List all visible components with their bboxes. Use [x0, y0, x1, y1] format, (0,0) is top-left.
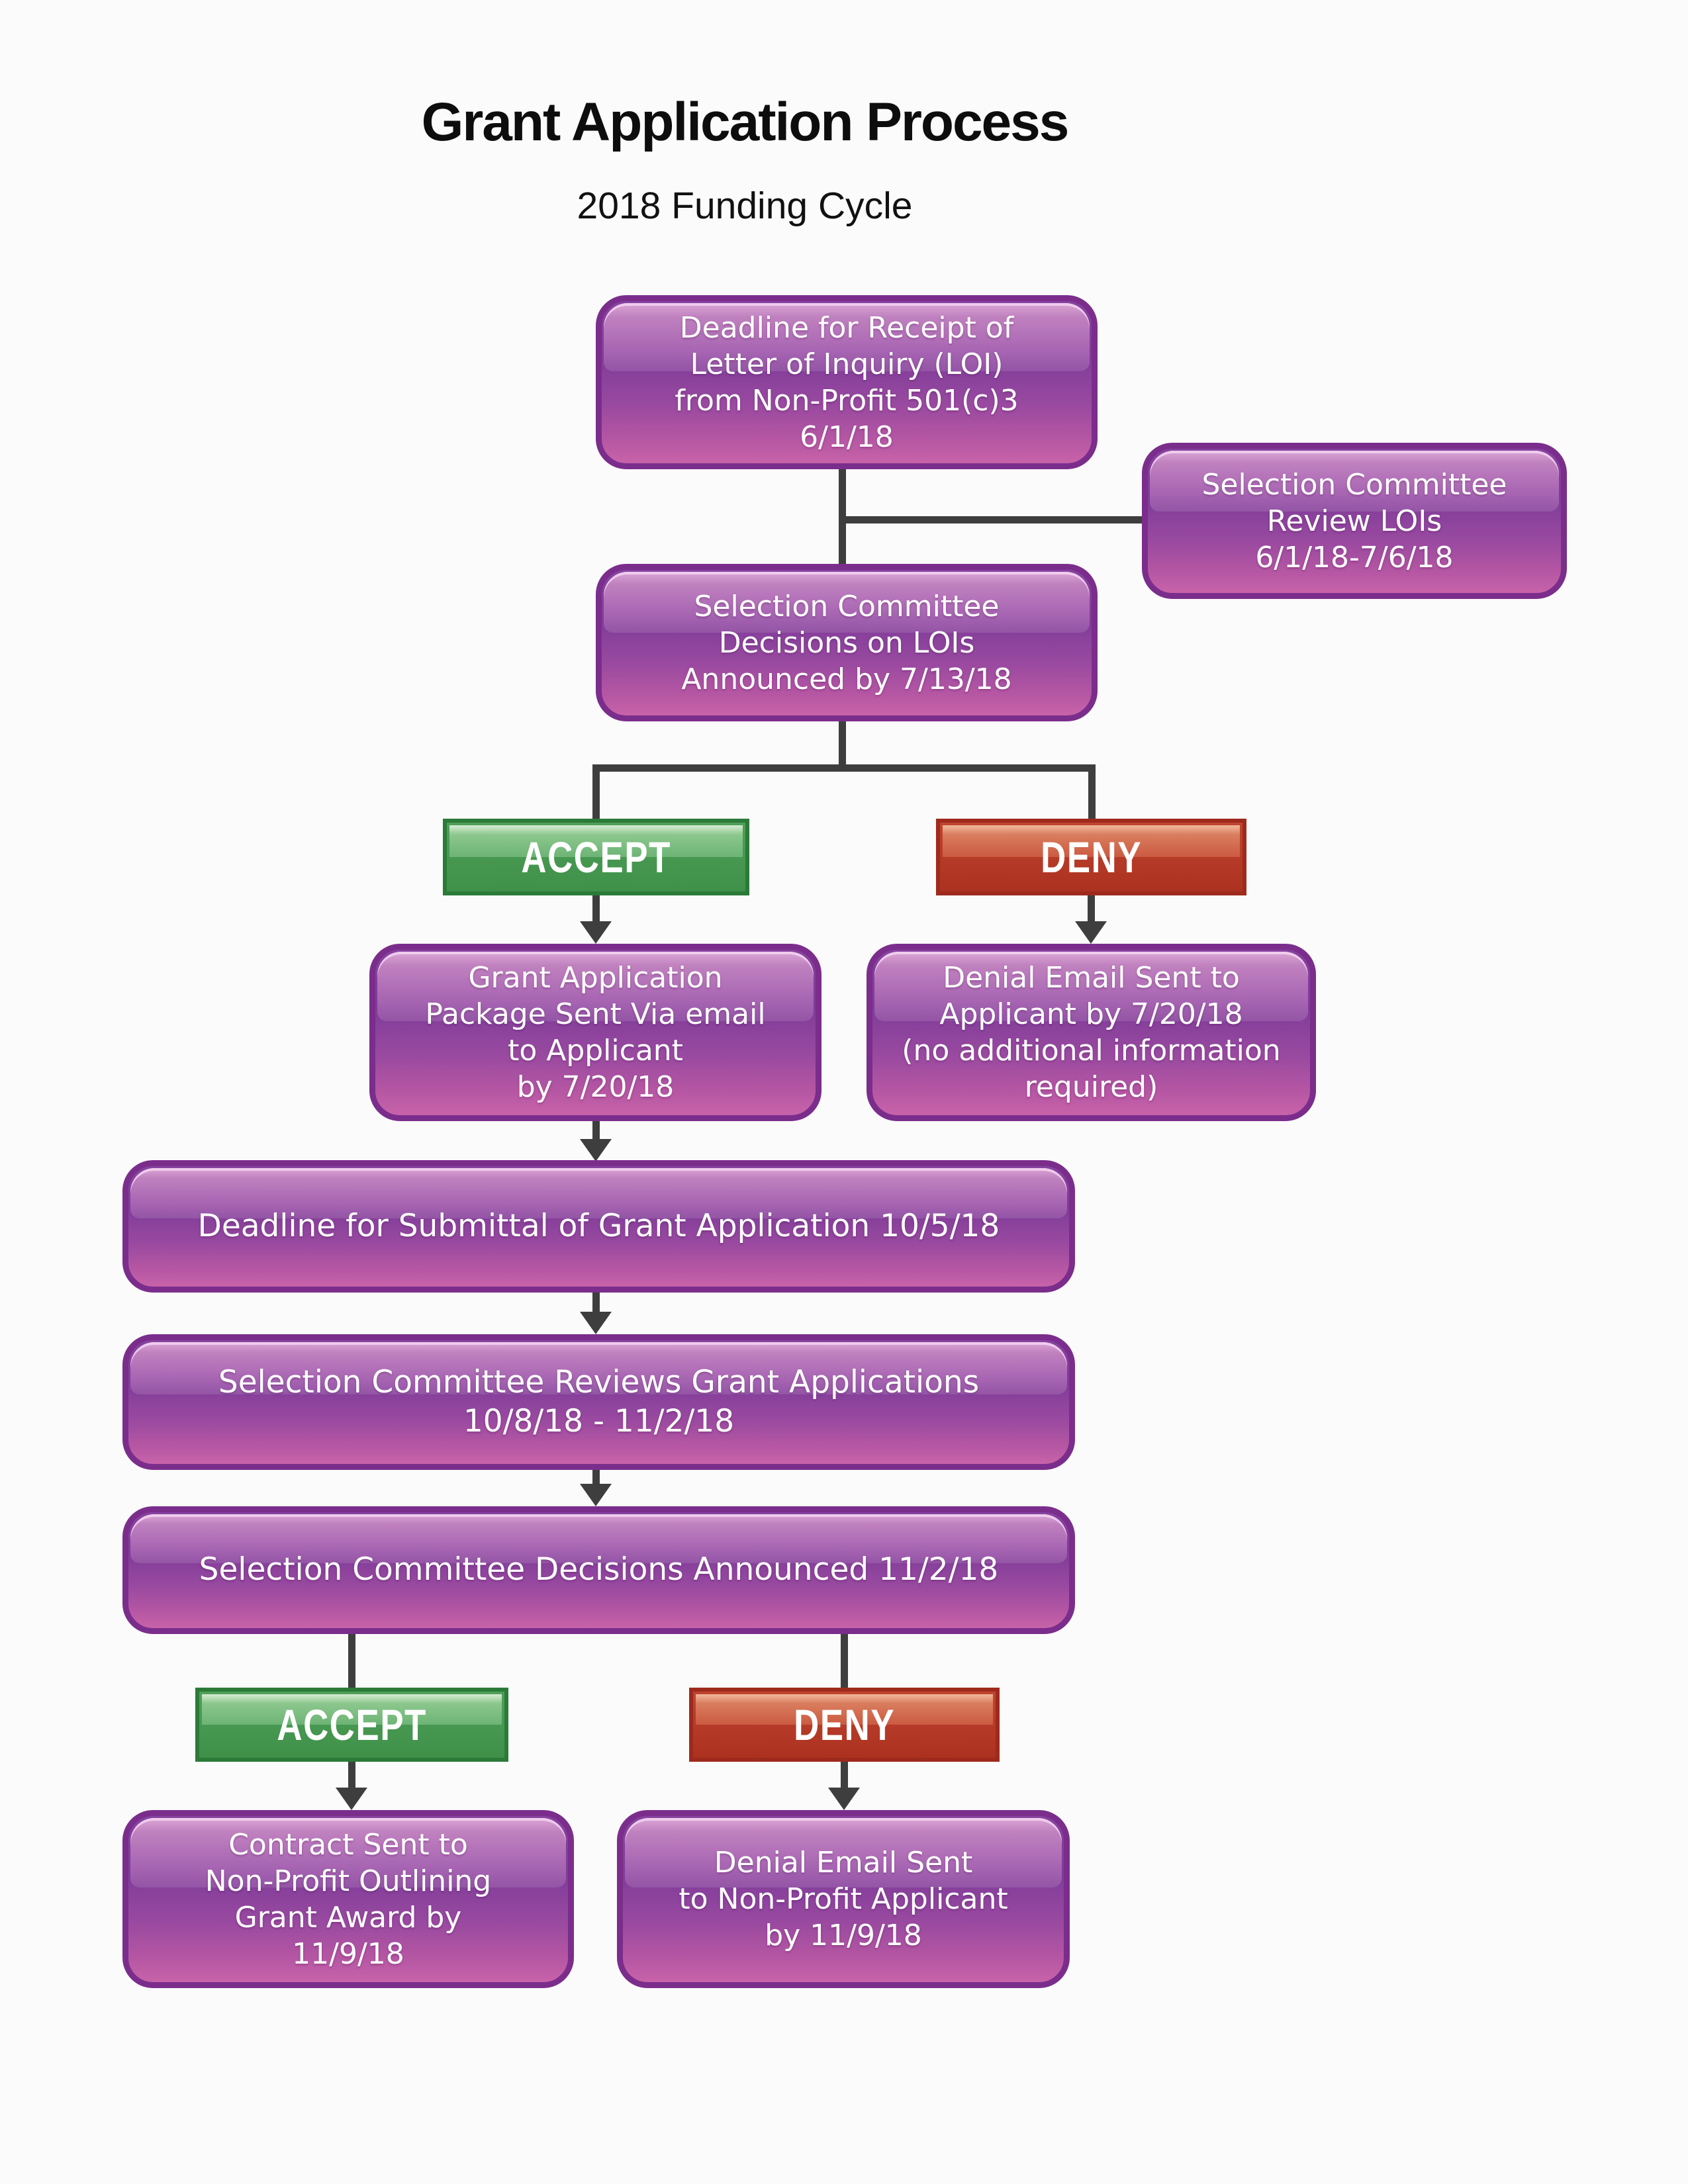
node-submittal-deadline: Deadline for Submittal of Grant Applicat…: [122, 1160, 1075, 1293]
connector-split-to-accept1: [592, 768, 600, 819]
node-contract-sent: Contract Sent to Non-Profit Outlining Gr…: [122, 1810, 574, 1988]
arrow-reviews-to-announced-shaft: [592, 1468, 600, 1484]
arrow-accept2-to-contract-shaft: [348, 1759, 355, 1788]
arrow-deny1-to-denial1-head: [1075, 921, 1107, 944]
arrow-deny2-to-denial2-shaft: [841, 1759, 848, 1788]
arrow-accept1-to-package-shaft: [592, 893, 600, 921]
badge-accept-application: ACCEPT: [195, 1688, 508, 1762]
arrow-accept1-to-package-head: [580, 921, 612, 944]
connector-split-bar: [592, 764, 1096, 772]
connector-decisions-to-split: [839, 719, 846, 772]
node-denial-email-applicant: Denial Email Sent to Applicant by 7/20/1…: [867, 944, 1316, 1121]
arrow-package-to-submittal-head: [580, 1139, 612, 1161]
node-label: Contract Sent to Non-Profit Outlining Gr…: [205, 1827, 492, 1971]
connector-announced-to-deny2: [841, 1631, 848, 1688]
arrow-deny2-to-denial2-head: [828, 1788, 860, 1810]
node-denial-email-nonprofit: Denial Email Sent to Non-Profit Applican…: [617, 1810, 1070, 1988]
badge-label: DENY: [1040, 833, 1143, 882]
arrow-package-to-submittal-shaft: [592, 1118, 600, 1139]
page-subtitle: 2018 Funding Cycle: [577, 185, 913, 227]
node-label: Selection Committee Review LOIs 6/1/18-7…: [1201, 467, 1507, 574]
node-label: Selection Committee Reviews Grant Applic…: [218, 1363, 980, 1439]
node-label: Denial Email Sent to Non-Profit Applican…: [679, 1846, 1008, 1952]
connector-branch-to-review-lois: [842, 516, 1142, 523]
node-label: Deadline for Submittal of Grant Applicat…: [197, 1207, 1000, 1244]
node-label: Selection Committee Decisions on LOIs An…: [681, 589, 1012, 696]
node-label: Selection Committee Decisions Announced …: [199, 1551, 999, 1588]
connector-announced-to-accept2: [348, 1631, 355, 1688]
arrow-accept2-to-contract-head: [336, 1788, 367, 1810]
node-committee-reviews-applications: Selection Committee Reviews Grant Applic…: [122, 1334, 1075, 1470]
badge-label: DENY: [793, 1700, 896, 1749]
node-grant-package-sent: Grant Application Package Sent Via email…: [369, 944, 821, 1121]
badge-deny-application: DENY: [689, 1688, 1000, 1762]
arrow-submittal-to-reviews-shaft: [592, 1291, 600, 1312]
node-review-lois: Selection Committee Review LOIs 6/1/18-7…: [1142, 443, 1567, 599]
badge-label: ACCEPT: [277, 1700, 427, 1749]
node-decisions-announced: Selection Committee Decisions Announced …: [122, 1506, 1075, 1634]
connector-split-to-deny1: [1088, 768, 1096, 819]
node-label: Deadline for Receipt of Letter of Inquir…: [675, 310, 1019, 454]
arrow-reviews-to-announced-head: [580, 1484, 612, 1506]
arrow-submittal-to-reviews-head: [580, 1312, 612, 1334]
badge-accept-loi: ACCEPT: [443, 819, 749, 895]
node-label: Grant Application Package Sent Via email…: [425, 961, 766, 1104]
badge-deny-loi: DENY: [936, 819, 1246, 895]
node-decisions-on-lois: Selection Committee Decisions on LOIs An…: [596, 564, 1098, 721]
arrow-deny1-to-denial1-shaft: [1088, 893, 1095, 921]
node-deadline-loi: Deadline for Receipt of Letter of Inquir…: [596, 295, 1098, 469]
page-title: Grant Application Process: [421, 92, 1070, 152]
badge-label: ACCEPT: [521, 833, 671, 882]
node-label: Denial Email Sent to Applicant by 7/20/1…: [902, 961, 1281, 1104]
